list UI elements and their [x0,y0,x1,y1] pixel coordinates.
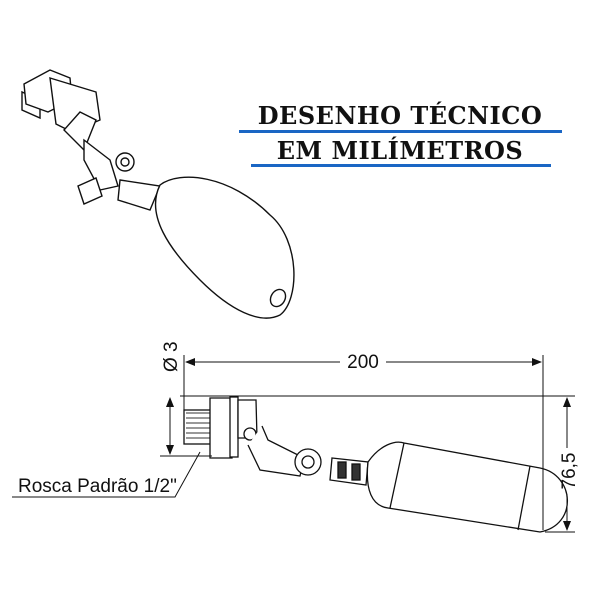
diameter-dimension-label: Ø 3 [161,341,182,372]
title-line-1: DESENHO TÉCNICO [257,101,543,130]
title-underline-2 [251,164,551,167]
isometric-float-valve [21,69,295,319]
front-view-float-valve [183,396,569,533]
dimension-lines [12,355,575,533]
height-dimension-label: 76,5 [559,453,580,490]
length-dimension-label: 200 [347,352,379,373]
title-underline-1 [239,130,562,133]
thread-callout-label: Rosca Padrão 1/2" [18,476,177,497]
title-line-2: EM MILÍMETROS [276,136,524,165]
